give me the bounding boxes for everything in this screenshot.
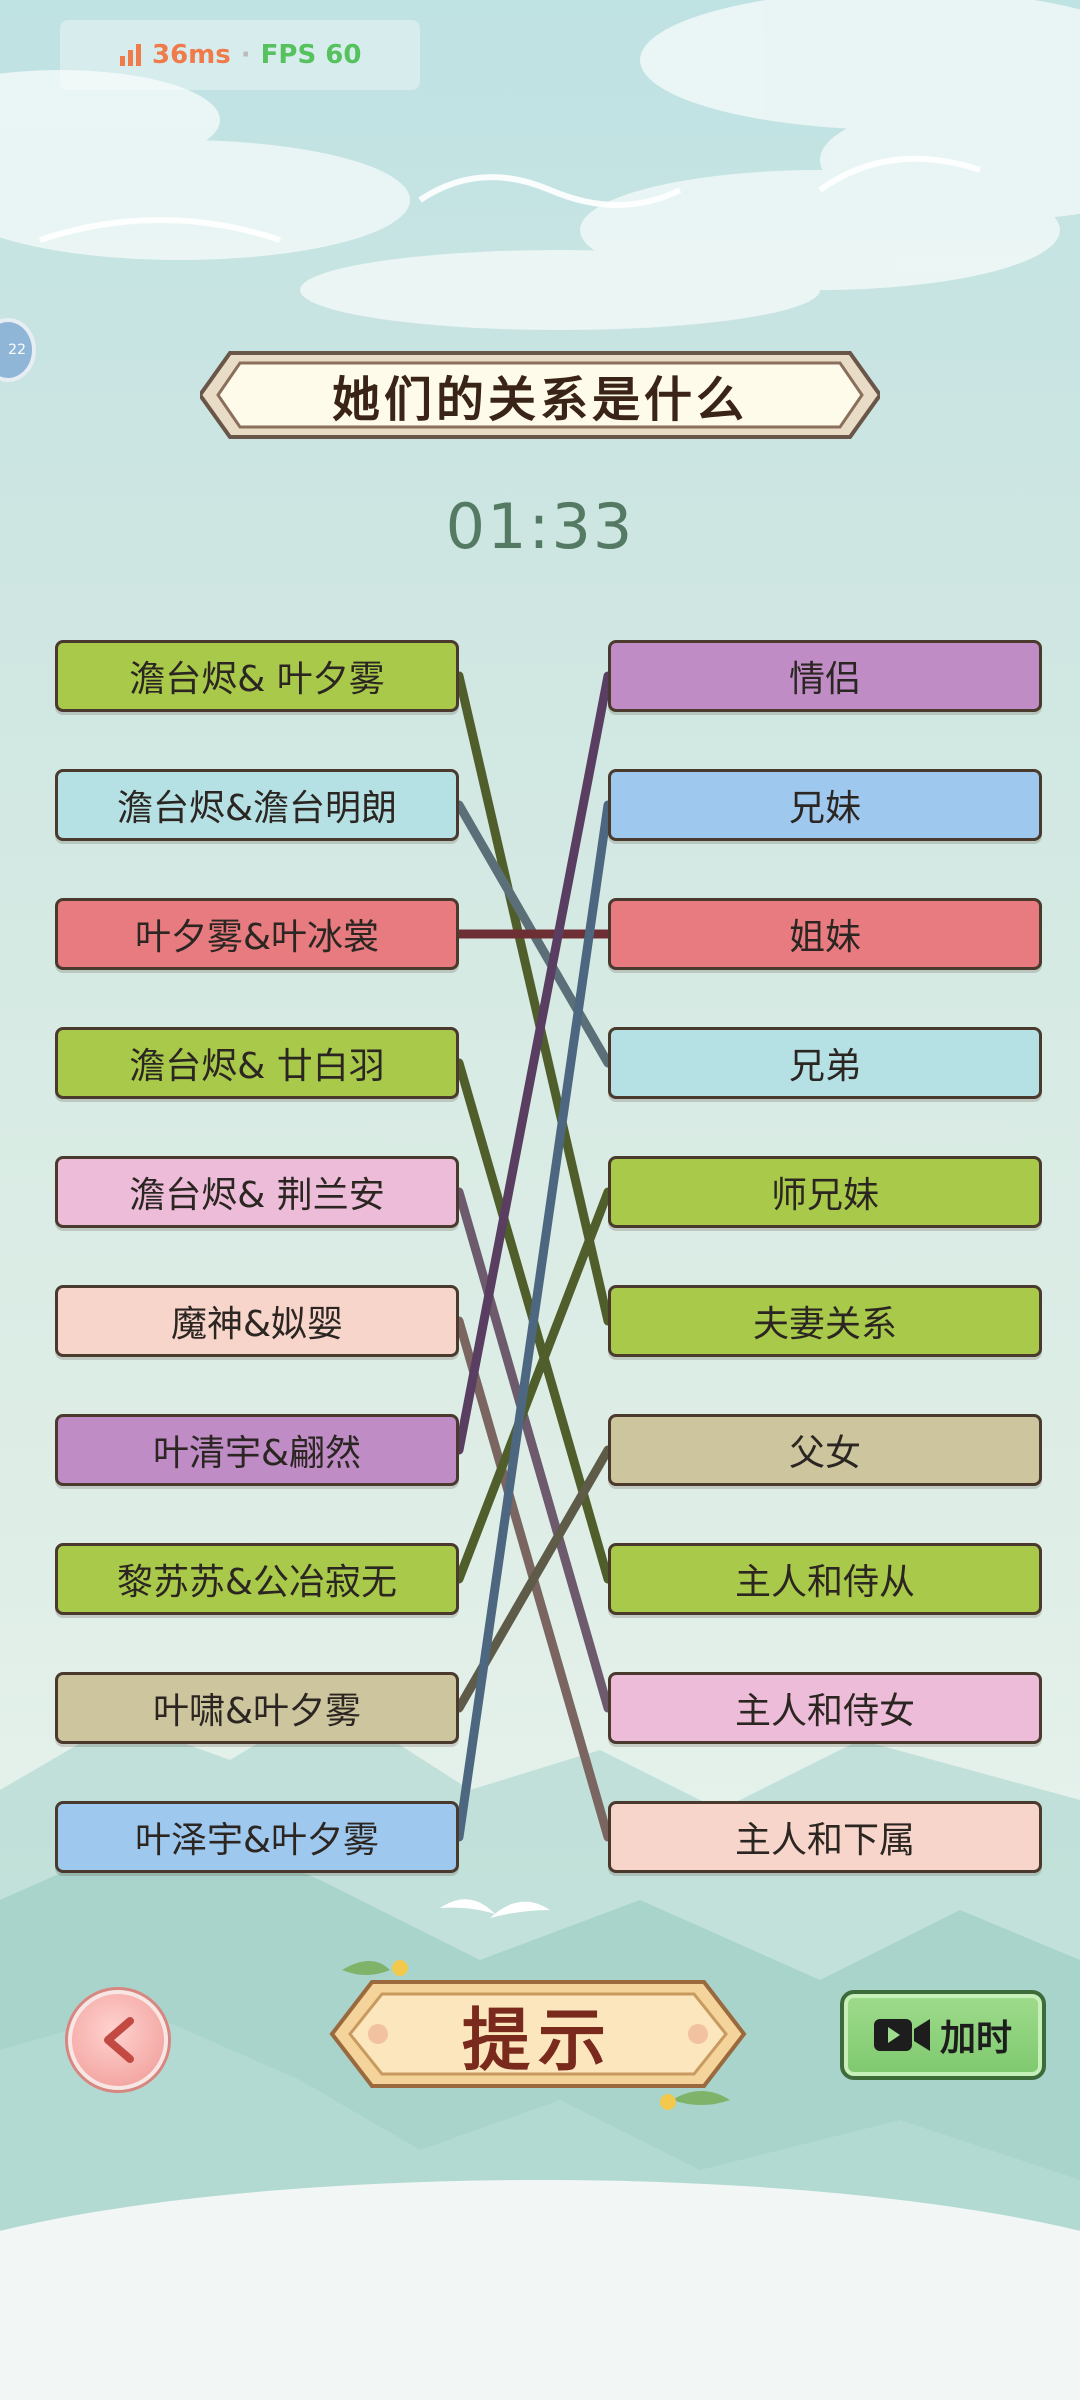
- name-tile-1[interactable]: 澹台烬&澹台明朗: [55, 769, 459, 841]
- relation-tile-7[interactable]: 主人和侍从: [608, 1543, 1042, 1615]
- name-tile-9[interactable]: 叶泽宇&叶夕雾: [55, 1801, 459, 1873]
- add-time-button[interactable]: 加时: [840, 1990, 1046, 2080]
- hint-button-frame: [329, 1960, 747, 2110]
- page-title: 她们的关系是什么: [331, 372, 748, 428]
- relation-tile-1[interactable]: 兄妹: [608, 769, 1042, 841]
- name-tile-6[interactable]: 叶清宇&翩然: [55, 1414, 459, 1486]
- hint-button[interactable]: 提示: [322, 1950, 754, 2118]
- ping-indicator: 36ms: [120, 40, 231, 70]
- side-badge-number: 22: [8, 342, 26, 358]
- hint-label: 提示: [461, 2001, 614, 2081]
- status-separator: ·: [240, 40, 251, 70]
- signal-bars-icon: [120, 44, 141, 66]
- relation-tile-3[interactable]: 兄弟: [608, 1027, 1042, 1099]
- name-tile-5[interactable]: 魔神&姒婴: [55, 1285, 459, 1357]
- fps-value: FPS 60: [260, 40, 362, 70]
- relation-tile-5[interactable]: 夫妻关系: [608, 1285, 1042, 1357]
- title-banner: 她们的关系是什么: [197, 345, 883, 445]
- name-tile-8[interactable]: 叶啸&叶夕雾: [55, 1672, 459, 1744]
- name-tile-7[interactable]: 黎苏苏&公冶寂无: [55, 1543, 459, 1615]
- ping-value: 36ms: [152, 40, 231, 70]
- relation-tile-2[interactable]: 姐妹: [608, 898, 1042, 970]
- relation-tile-0[interactable]: 情侣: [608, 640, 1042, 712]
- video-camera-icon: [873, 2019, 930, 2051]
- back-button[interactable]: [68, 1990, 168, 2090]
- name-tile-4[interactable]: 澹台烬& 荆兰安: [55, 1156, 459, 1228]
- name-tile-0[interactable]: 澹台烬& 叶夕雾: [55, 640, 459, 712]
- countdown-timer: 01:33: [445, 490, 635, 563]
- add-time-label: 加时: [939, 2018, 1012, 2059]
- relation-tile-6[interactable]: 父女: [608, 1414, 1042, 1486]
- leaf-decoration-icon: [342, 1960, 730, 2110]
- relation-tile-9[interactable]: 主人和下属: [608, 1801, 1042, 1873]
- network-status-overlay: 36ms · FPS 60: [60, 20, 420, 90]
- name-tile-2[interactable]: 叶夕雾&叶冰裳: [55, 898, 459, 970]
- relation-tile-8[interactable]: 主人和侍女: [608, 1672, 1042, 1744]
- chevron-left-icon: [104, 2017, 134, 2063]
- relation-tile-4[interactable]: 师兄妹: [608, 1156, 1042, 1228]
- name-tile-3[interactable]: 澹台烬& 廿白羽: [55, 1027, 459, 1099]
